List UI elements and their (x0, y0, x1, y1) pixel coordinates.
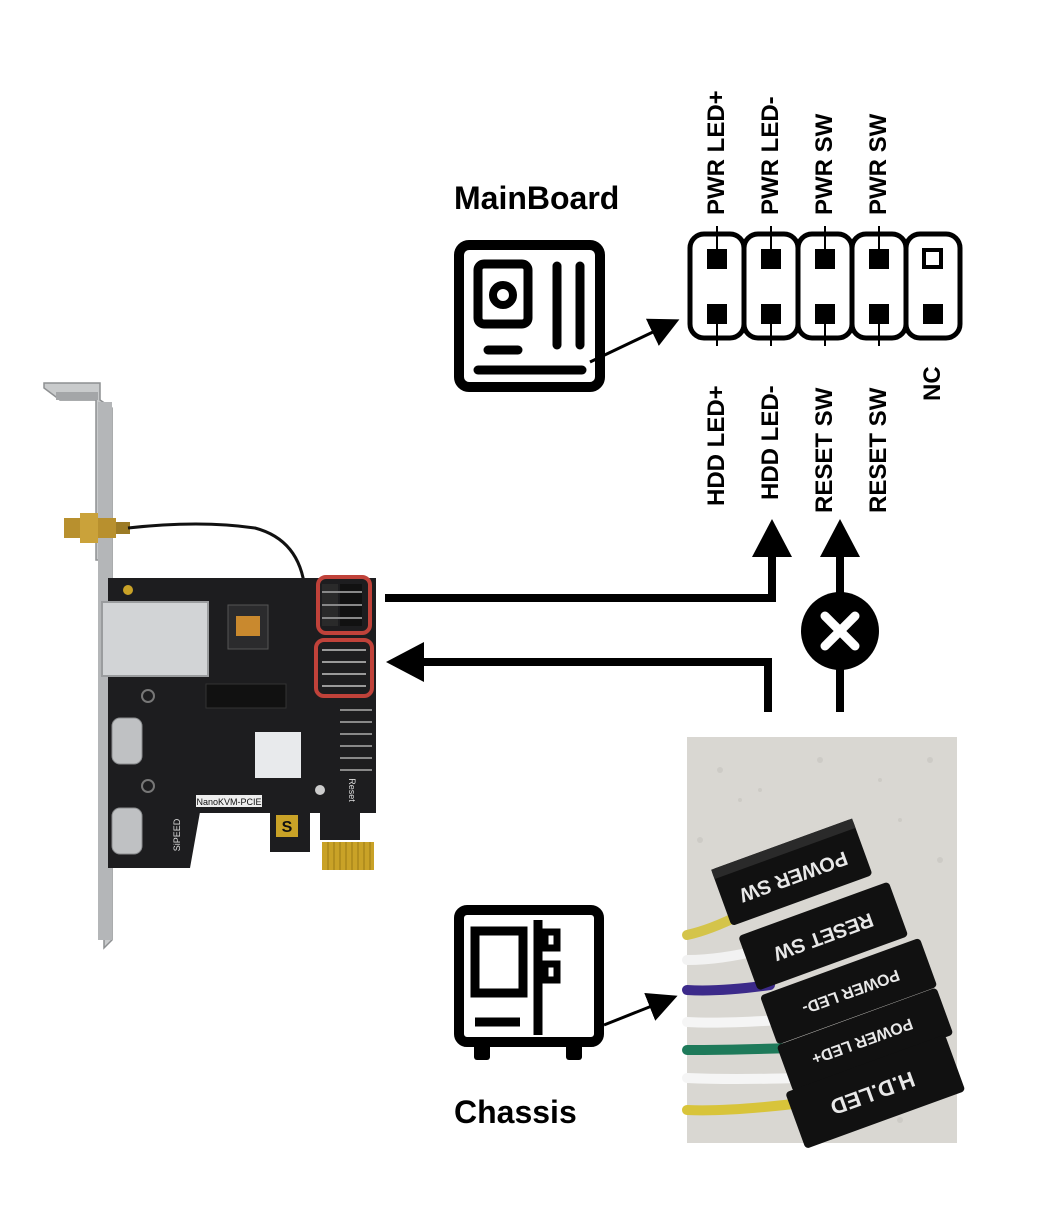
pc-case-icon (454, 905, 604, 1060)
usb-c-port-1 (111, 717, 143, 765)
card-brand-label: SiPEED (172, 818, 182, 851)
header-column-4 (849, 226, 909, 346)
pin-reset-sw-2 (869, 304, 889, 324)
pin-pwr-led-plus (707, 249, 727, 269)
chassis-title: Chassis (454, 1094, 577, 1130)
header-column-3 (795, 226, 855, 346)
chassis-to-connector-arrow (603, 992, 678, 1027)
antenna-cable (127, 522, 307, 591)
connection-chassis-to-card (386, 642, 772, 712)
pcie-gold-fingers (322, 842, 374, 870)
mainboard-to-header-arrow (589, 318, 680, 364)
header-column-1 (687, 226, 747, 346)
motherboard-icon (454, 240, 605, 392)
pin-label-pwr-sw-2: PWR SW (865, 113, 892, 215)
card-header-upper (316, 575, 372, 635)
card-reset-label: Reset (347, 778, 357, 802)
pin-label-hdd-led-minus: HDD LED- (757, 385, 784, 500)
front-panel-header (687, 226, 963, 346)
wifi-module (255, 732, 301, 778)
pin-label-reset-sw-1: RESET SW (811, 387, 838, 513)
pin-pwr-led-minus (761, 249, 781, 269)
pin-hdd-led-plus (707, 304, 727, 324)
card-header-lower (314, 638, 374, 698)
sipeed-logo-icon (276, 815, 298, 837)
mainboard-title: MainBoard (454, 180, 620, 216)
pin-label-reset-sw-2: RESET SW (865, 387, 892, 513)
card-model-label: NanoKVM-PCIE (196, 797, 261, 807)
pin-empty (922, 248, 943, 269)
pin-label-pwr-led-minus: PWR LED- (757, 96, 784, 215)
connection-card-to-hdd-led (385, 519, 792, 602)
pin-reset-sw-1 (815, 304, 835, 324)
pin-label-nc: NC (919, 366, 946, 401)
usb-c-port-2 (111, 807, 143, 855)
pin-pwr-sw-1 (815, 249, 835, 269)
pin-nc (923, 304, 943, 324)
reset-button-icon (315, 785, 325, 795)
svg-text:S: S (282, 819, 293, 836)
antenna-connector-icon (64, 513, 130, 543)
pin-label-pwr-sw-1: PWR SW (811, 113, 838, 215)
pin-hdd-led-minus (761, 304, 781, 324)
pin-label-pwr-led-plus: PWR LED+ (703, 90, 730, 215)
pin-pwr-sw-2 (869, 249, 889, 269)
connection-reset-sw-blocked (801, 519, 879, 712)
pcie-card: S NanoKVM-PCIE SiPEED Reset (43, 382, 376, 950)
header-column-5 (903, 231, 963, 341)
header-column-2 (741, 226, 801, 346)
connector-photo: POWER SW RESET SW POWER LED- POWER LED+ … (682, 737, 965, 1148)
pin-label-hdd-led-plus: HDD LED+ (703, 385, 730, 506)
ethernet-port (101, 601, 209, 677)
